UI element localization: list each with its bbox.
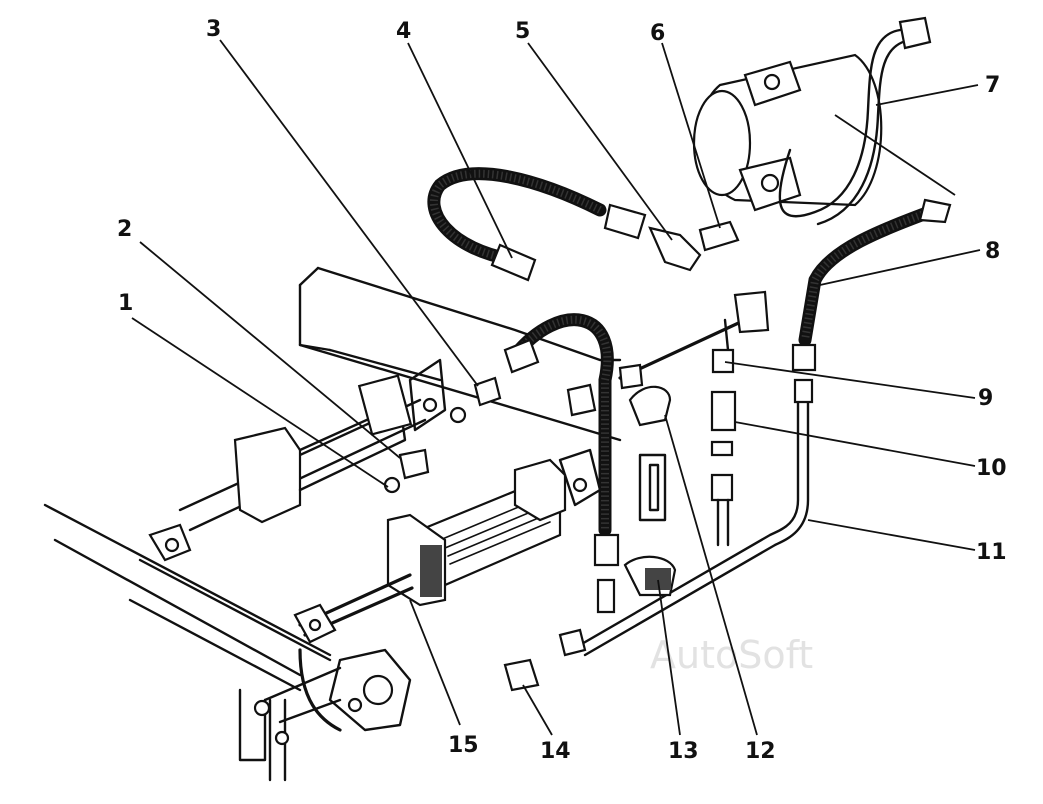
callout-11: 11 bbox=[976, 540, 1007, 565]
callout-13: 13 bbox=[668, 739, 699, 764]
hose-7 bbox=[778, 16, 932, 226]
callout-9: 9 bbox=[978, 386, 993, 411]
clip-12 bbox=[628, 385, 672, 522]
fitting-3 bbox=[449, 376, 502, 424]
tee-fitting bbox=[618, 290, 770, 547]
callout-3: 3 bbox=[206, 17, 221, 42]
rear-cylinder-assembly bbox=[148, 358, 447, 562]
fitting-5-elbow bbox=[648, 220, 740, 272]
pipe-11 bbox=[578, 378, 814, 657]
callout-7: 7 bbox=[985, 73, 1000, 98]
hose-center bbox=[503, 313, 620, 614]
callout-5: 5 bbox=[515, 19, 530, 44]
callout-14: 14 bbox=[540, 739, 571, 764]
callout-15: 15 bbox=[448, 733, 479, 758]
fitting-2 bbox=[383, 448, 430, 494]
nut-14 bbox=[503, 628, 587, 692]
clip-13 bbox=[623, 555, 677, 597]
callout-2: 2 bbox=[117, 217, 132, 242]
bolt-small bbox=[566, 383, 597, 417]
air-tank bbox=[692, 53, 883, 212]
master-cylinder bbox=[293, 448, 602, 644]
callout-8: 8 bbox=[985, 239, 1000, 264]
callout-6: 6 bbox=[650, 21, 665, 46]
hose-4 bbox=[427, 167, 647, 282]
watermark-text: AutoSoft bbox=[650, 633, 813, 677]
callout-4: 4 bbox=[396, 19, 411, 44]
hose-8 bbox=[791, 198, 952, 372]
callout-10: 10 bbox=[976, 456, 1007, 481]
leader-lines bbox=[131, 39, 981, 736]
callout-numbers: 1 2 3 4 5 6 7 8 9 10 11 12 13 14 15 bbox=[117, 17, 1007, 764]
callout-1: 1 bbox=[118, 291, 133, 316]
callout-12: 12 bbox=[745, 739, 776, 764]
